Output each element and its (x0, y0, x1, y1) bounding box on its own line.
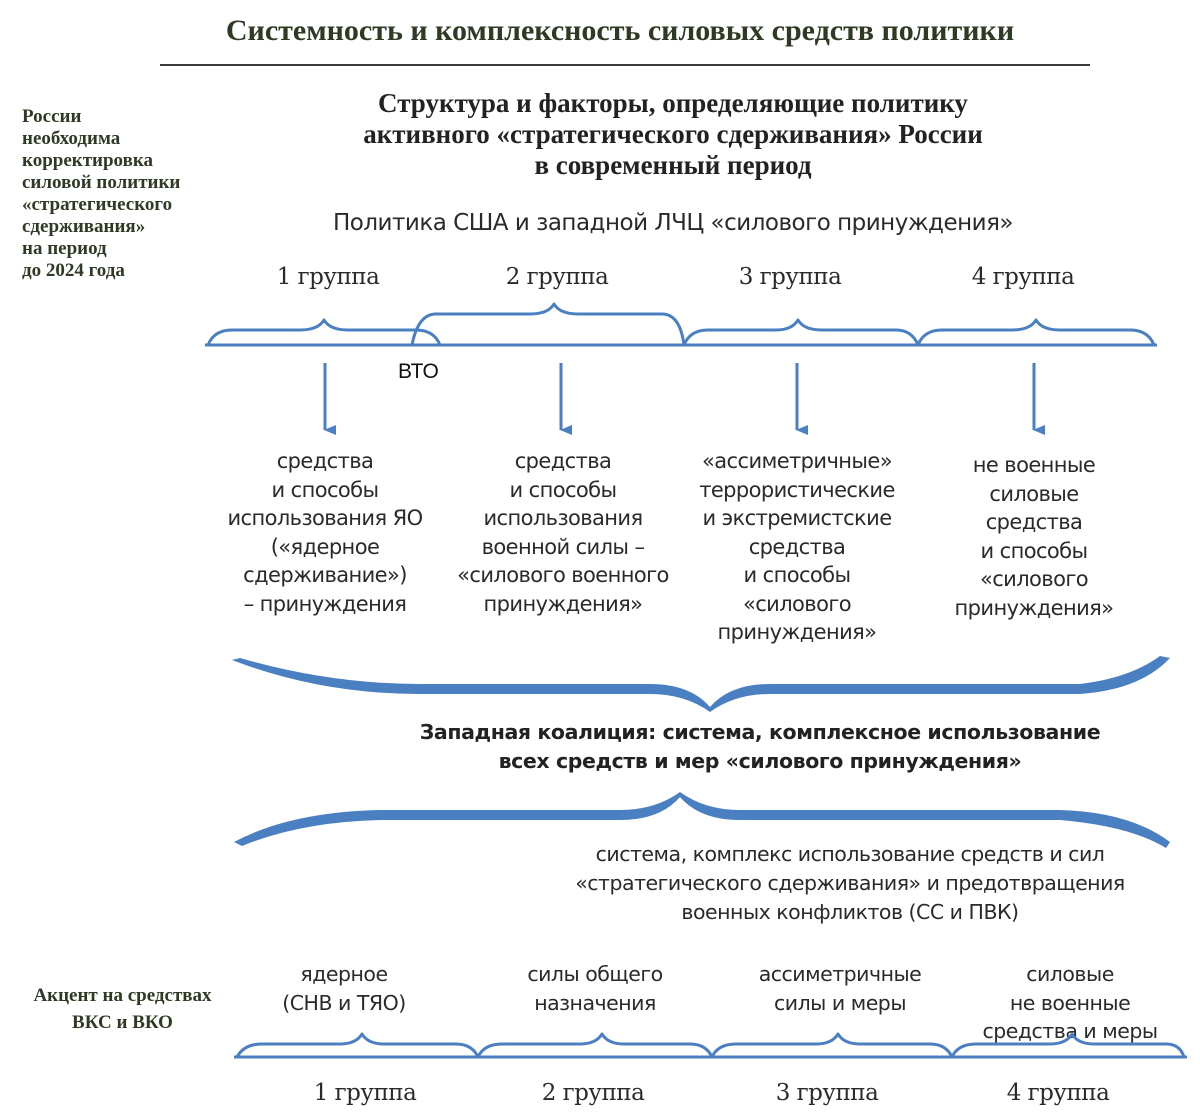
top-group-4: 4 группа (971, 264, 1075, 290)
top-group-3: 3 группа (738, 264, 842, 290)
bottom-brace-1 (235, 1032, 480, 1059)
means-group-1: средства и способы использования ЯО («яд… (227, 449, 423, 616)
bottom-group-1: 1 группа (313, 1080, 417, 1106)
title-divider (160, 64, 1090, 66)
top-brace-4 (916, 318, 1156, 347)
coalition-brace (232, 656, 1170, 712)
policy-label: Политика США и западной ЛЧЦ «силового пр… (332, 210, 1014, 236)
top-group-braces (206, 302, 1156, 347)
bottom-item-3: ассиметричные силы и меры (758, 962, 922, 1015)
bottom-brace-4 (950, 1032, 1186, 1059)
bottom-group-3: 3 группа (775, 1080, 879, 1106)
bottom-brace-2 (476, 1032, 714, 1059)
down-arrows (323, 363, 1045, 435)
bottom-item-2: силы общего назначения (527, 962, 663, 1015)
bottom-item-1: ядерное (СНВ и ТЯО) (282, 962, 406, 1015)
coalition-text: Западная коалиция: система, комплексное … (419, 720, 1101, 773)
top-brace-1 (206, 318, 442, 347)
side-note-bottom: Акцент на средствах ВКС и ВКО (33, 985, 212, 1033)
vto-label: ВТО (398, 360, 439, 383)
bottom-brace-3 (710, 1032, 954, 1059)
bottom-group-4: 4 группа (1006, 1080, 1110, 1106)
bottom-group-2: 2 группа (541, 1080, 645, 1106)
system-brace (234, 792, 1170, 848)
bottom-item-4: силовые не военные средства и меры (982, 962, 1158, 1043)
side-note-top: России необходима корректировка силовой … (22, 106, 181, 281)
top-group-2: 2 группа (505, 264, 609, 290)
means-group-4: не военные силовые средства и способы «с… (954, 453, 1114, 620)
means-group-2: средства и способы использования военной… (457, 449, 669, 616)
top-brace-2 (410, 302, 686, 347)
means-group-3: «ассиметричные» террористические и экстр… (699, 449, 895, 644)
bottom-group-braces (235, 1032, 1186, 1059)
system-text: система, комплекс использование средств … (575, 842, 1125, 924)
diagram-subtitle: Структура и факторы, определяющие полити… (363, 88, 983, 180)
main-title: Системность и комплексность силовых сред… (225, 14, 1015, 47)
top-brace-3 (682, 318, 920, 347)
top-group-1: 1 группа (276, 264, 380, 290)
